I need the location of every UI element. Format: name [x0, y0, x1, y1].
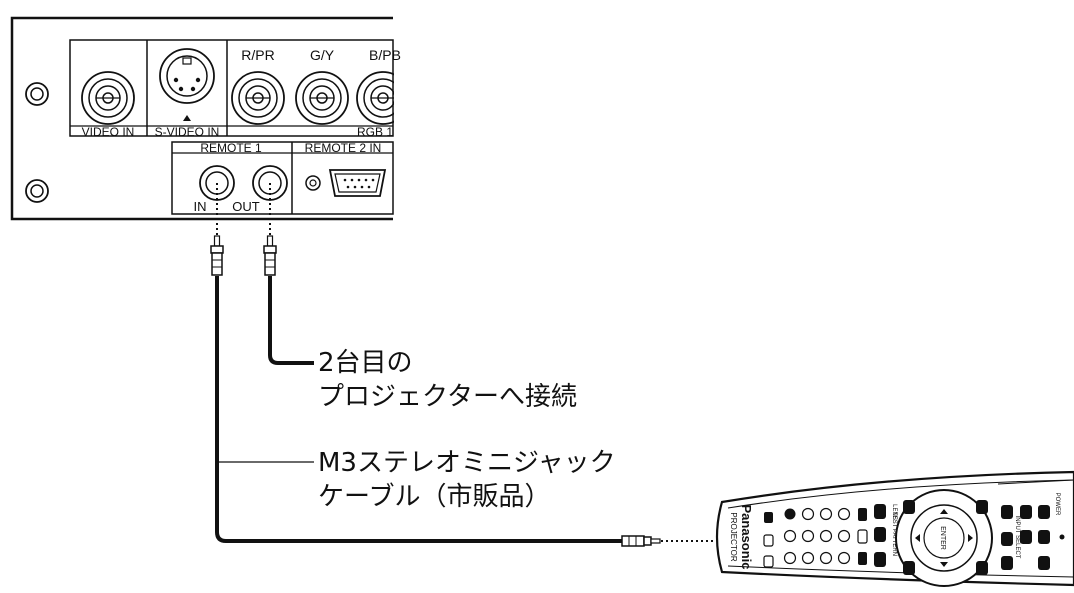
m3-stereo-mini-cable — [215, 276, 622, 543]
r-bnc-port — [231, 71, 285, 125]
remote-model-label: PROJECTOR — [729, 512, 738, 561]
video-in-bnc-port — [81, 71, 135, 125]
remote-end-plug — [621, 535, 661, 547]
s-video-port — [159, 48, 215, 121]
lens-buttons: TEST PATTERN LENS — [874, 504, 897, 567]
cable-to-second-projector — [268, 276, 314, 365]
video-in-label: VIDEO IN — [82, 125, 135, 139]
cable-callout-line2: ケーブル（市販品） — [318, 482, 551, 512]
r-port-label: R/PR — [241, 47, 274, 63]
panel-screw — [25, 82, 49, 106]
lens-label: LENS — [891, 504, 897, 520]
remote-brand-label: Panasonic — [739, 504, 754, 569]
remote-control: Panasonic PROJECTOR TEST PATTERN LENS — [715, 470, 1074, 587]
out-label: OUT — [232, 199, 260, 214]
input-select-label: INPUT SELECT — [1014, 516, 1020, 559]
rgb-label: RGB 1 — [357, 125, 393, 139]
s-video-in-label: S-VIDEO IN — [155, 125, 220, 139]
g-bnc-port — [295, 71, 349, 125]
enter-dial: ENTER — [895, 489, 993, 587]
remote2-serial-port — [305, 169, 387, 197]
second-projector-callout-line1: 2台目の — [318, 348, 413, 378]
g-port-label: G/Y — [310, 47, 335, 63]
second-projector-callout-line2: プロジェクターへ接続 — [318, 382, 577, 412]
cable-callout-line1: M3ステレオミニジャック — [318, 448, 616, 478]
b-port-label: B/PB — [369, 47, 401, 63]
projector-rear-panel: VIDEO IN S-VIDEO IN RGB 1 R/PR G/Y B/PB … — [10, 10, 434, 230]
power-label: POWER — [1054, 493, 1060, 516]
in-plug — [210, 235, 224, 276]
remote1-label: REMOTE 1 — [200, 141, 262, 155]
number-keypad — [763, 507, 868, 568]
panel-screw — [25, 179, 49, 203]
input-select-buttons: INPUT SELECT POWER — [997, 479, 1074, 570]
test-pattern-label: TEST PATTERN — [891, 512, 897, 556]
enter-label: ENTER — [939, 526, 946, 550]
in-label: IN — [194, 199, 207, 214]
remote2-label: REMOTE 2 IN — [305, 141, 382, 155]
out-plug — [263, 235, 277, 276]
